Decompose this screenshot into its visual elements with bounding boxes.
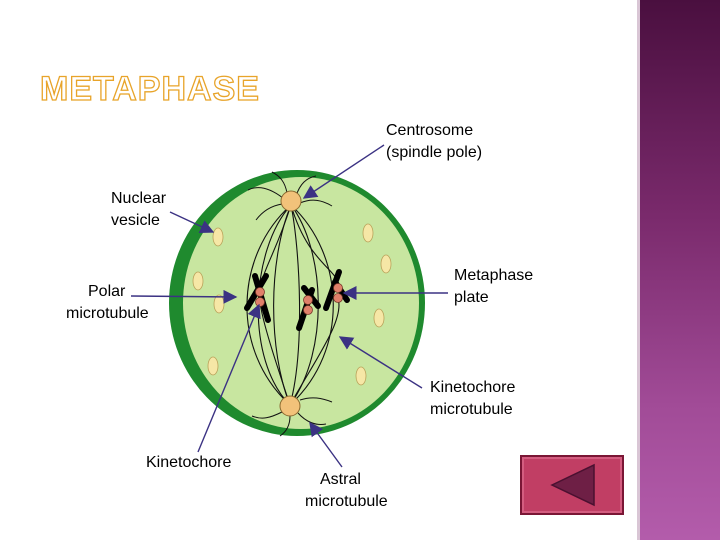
arrow-centrosome [302, 144, 385, 199]
label-metaphase-line1: Metaphase [454, 267, 534, 284]
bottom-centrosome [279, 395, 301, 417]
label-centrosome: Centrosome (spindle pole) [386, 120, 482, 164]
cytoplasm [183, 177, 419, 429]
arrow-astral-microtubule [309, 421, 343, 468]
sidebar-edge [637, 0, 640, 540]
label-metaphase-plate: Metaphase plate [454, 265, 533, 309]
label-nuclear-line1: Nuclear [111, 190, 167, 207]
top-centrosome [280, 190, 302, 212]
slide-title: Metaphase [39, 69, 260, 108]
triangle-left-icon [550, 463, 595, 507]
label-kinetochore: Kinetochore [146, 452, 231, 474]
label-astral-line2: microtubule [305, 493, 388, 510]
label-kinetochore-line1: Kinetochore [146, 454, 232, 471]
label-kinetochore-microtubule: Kinetochore microtubule [430, 377, 515, 421]
label-astral-microtubule: Astral microtubule [305, 469, 388, 513]
arrow-kinetochore [197, 303, 261, 453]
label-nuclear-vesicle: Nuclear vesicle [111, 188, 166, 232]
arrow-nuclear-vesicle [169, 211, 215, 234]
decorative-sidebar [640, 0, 720, 540]
arrow-kinetochore-microtubule [338, 336, 423, 389]
back-button[interactable] [520, 455, 624, 515]
label-centrosome-line2: (spindle pole) [386, 144, 483, 161]
label-arrows [130, 144, 448, 468]
kinetochores [255, 283, 343, 315]
label-nuclear-line2: vesicle [111, 212, 160, 229]
label-polar-line1: Polar [88, 283, 126, 300]
label-polar-microtubule: Polar microtubule [66, 281, 160, 325]
label-polar-line2: microtubule [66, 305, 149, 322]
label-kinetochore-mt-line1: Kinetochore [430, 379, 516, 396]
metaphase-diagram [130, 144, 448, 468]
label-astral-line1: Astral [320, 471, 361, 488]
nuclear-vesicles [192, 223, 392, 386]
label-metaphase-line2: plate [454, 289, 489, 306]
label-kinetochore-mt-line2: microtubule [430, 401, 513, 418]
label-centrosome-line1: Centrosome [386, 122, 474, 139]
arrow-polar-microtubule [130, 289, 238, 304]
